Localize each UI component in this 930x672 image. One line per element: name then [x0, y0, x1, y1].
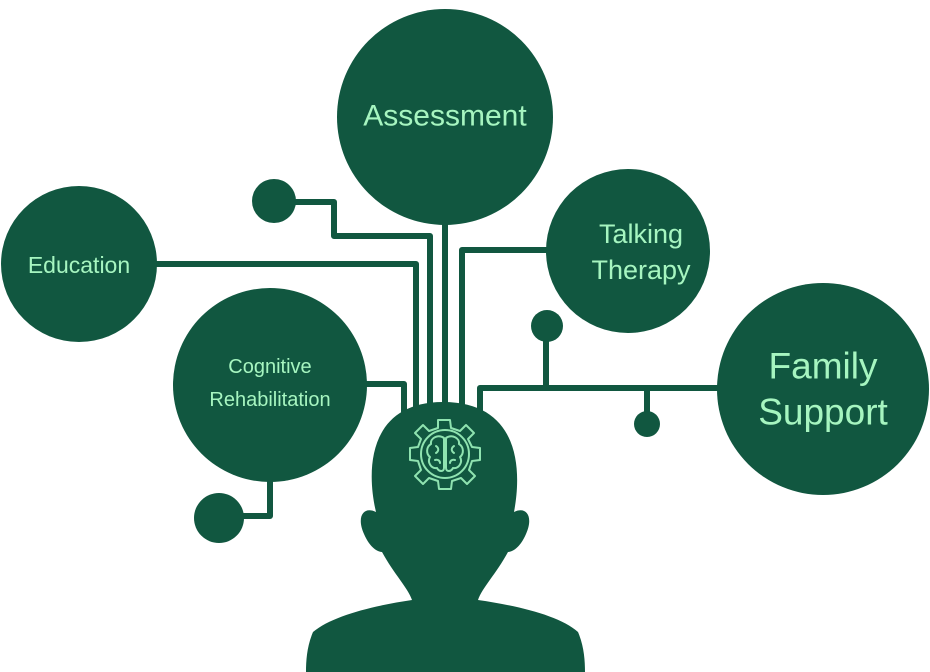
- family-support-label-line1: Family: [769, 346, 878, 387]
- topic-labels: Assessment Education Talking Therapy Cog…: [28, 100, 889, 433]
- talking-therapy-label-line1: Talking: [599, 219, 683, 249]
- connector-talking-therapy: [459, 247, 565, 410]
- assessment-label: Assessment: [363, 100, 527, 133]
- assessment-circle: [337, 9, 553, 225]
- education-label: Education: [28, 252, 130, 278]
- connector-education: [150, 261, 419, 410]
- gear-outline: [409, 419, 481, 490]
- cognitive-rehabilitation-label-line1: Cognitive: [228, 356, 311, 378]
- gear-inner-ring: [420, 429, 470, 479]
- head-silhouette-icon: [306, 402, 585, 672]
- family-support-circle: [717, 283, 929, 495]
- family-support-label-line2: Support: [758, 392, 888, 433]
- brain-gear-icon: [409, 419, 481, 490]
- brain-left-hemisphere: [426, 435, 445, 472]
- connector-dots: [194, 179, 660, 543]
- cognitive-rehabilitation-label-line2: Rehabilitation: [209, 389, 330, 411]
- dot-right-upper: [531, 310, 563, 342]
- talking-therapy-label-line2: Therapy: [591, 255, 691, 285]
- talking-therapy-circle: [546, 169, 710, 333]
- cognitive-rehabilitation-circle: [173, 288, 367, 482]
- dot-top-left: [252, 179, 296, 223]
- brain-right-hemisphere: [445, 435, 464, 472]
- connector-cognitive-rehabilitation: [365, 381, 407, 414]
- education-circle: [1, 186, 157, 342]
- connector-lines: [150, 199, 720, 519]
- topic-circles: [1, 9, 929, 495]
- connector-family-support: [477, 385, 720, 412]
- dot-right-lower: [634, 411, 660, 437]
- dot-bottom-left: [194, 493, 244, 543]
- brain-folds: [434, 445, 456, 464]
- connector-top-dot: [275, 199, 433, 410]
